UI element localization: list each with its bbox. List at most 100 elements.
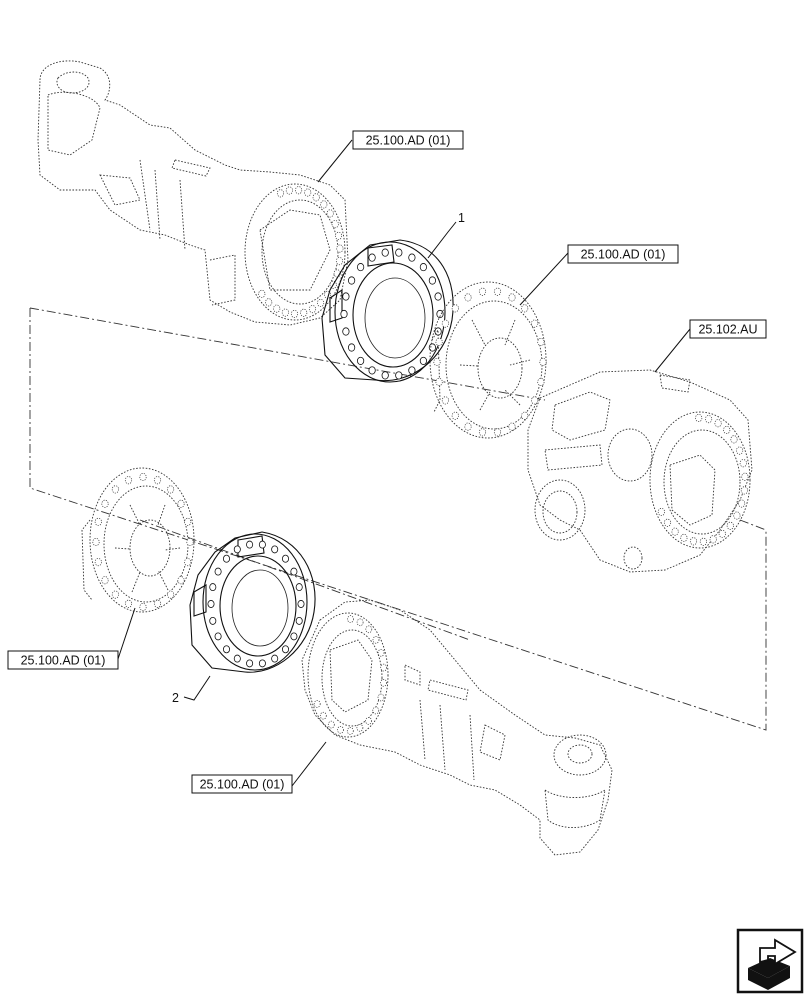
bolt-hole (537, 337, 545, 347)
bolt-hole (738, 499, 746, 508)
bolt-hole (347, 343, 356, 352)
bolt-hole (342, 292, 350, 301)
bolt-hole (377, 648, 385, 657)
bolt-hole (209, 616, 217, 625)
bottom-housing-bolt-holes (313, 615, 388, 735)
bolt-hole (441, 319, 449, 328)
callout-part-2: 2 (172, 691, 179, 705)
bolt-hole (433, 357, 441, 367)
bolt-hole (723, 425, 731, 435)
leader-lines (117, 139, 691, 787)
bolt-hole (167, 590, 175, 599)
bolt-hole (741, 472, 749, 481)
bolt-hole (319, 711, 327, 720)
ref-label-top-left[interactable]: 25.100.AD (01) (352, 130, 464, 150)
bolt-hole (356, 723, 364, 732)
bolt-hole (94, 517, 102, 526)
ref-label-center-housing[interactable]: 25.102.AU (689, 319, 767, 339)
bolt-hole (258, 659, 266, 668)
top-axle-housing (37, 60, 349, 326)
svg-text:25.102.AU: 25.102.AU (698, 323, 757, 337)
bolt-hole (531, 319, 539, 328)
bolt-hole (177, 576, 185, 585)
bolt-hole (101, 576, 109, 585)
bolt-hole (663, 518, 672, 527)
bolt-hole (372, 635, 380, 644)
bolt-hole (531, 396, 539, 405)
bolt-hole (436, 309, 444, 319)
bolt-hole (709, 535, 717, 544)
svg-text:25.100.AD (01): 25.100.AD (01) (21, 654, 106, 668)
bolt-hole (207, 600, 215, 608)
bolt-hole (184, 558, 192, 567)
ref-label-right-flange[interactable]: 25.100.AD (01) (567, 244, 679, 264)
bolt-hole (356, 356, 365, 365)
bolt-hole (740, 486, 748, 495)
ref-label-bottom-housing[interactable]: 25.100.AD (01) (191, 774, 293, 794)
bolt-hole (493, 428, 502, 437)
ref-label-left-flange[interactable]: 25.100.AD (01) (7, 650, 119, 670)
bolt-hole (258, 289, 266, 298)
center-housing-bolt-holes (657, 413, 749, 546)
bolt-hole (419, 263, 427, 272)
bolt-hole (368, 366, 376, 375)
bolt-hole (111, 485, 119, 494)
bolt-hole (508, 293, 516, 302)
bolt-hole (380, 678, 387, 687)
bolt-hole (365, 625, 373, 634)
bolt-hole (271, 654, 279, 663)
bolt-hole (290, 632, 298, 641)
bolt-hole (331, 220, 339, 229)
bolt-hole (101, 499, 109, 508)
bolt-hole (139, 602, 147, 612)
page-turn-arrow-icon[interactable] (736, 928, 804, 994)
bolt-hole (300, 308, 308, 317)
bolt-hole (726, 521, 734, 530)
bolt-hole (718, 529, 726, 538)
bolt-hole (395, 371, 403, 380)
bolt-hole (246, 540, 254, 549)
bolt-hole (265, 298, 273, 307)
bolt-hole (111, 590, 119, 599)
bolt-hole (730, 435, 738, 444)
bolt-hole (356, 263, 365, 272)
bolt-hole (139, 472, 147, 482)
bolt-hole (381, 248, 389, 257)
bolt-hole (290, 567, 298, 576)
bolt-hole (464, 293, 472, 302)
bolt-hole (537, 377, 545, 387)
bolt-hole (380, 663, 388, 672)
bolt-hole (434, 292, 442, 301)
bolt-hole (368, 253, 376, 262)
bolt-hole (276, 189, 285, 198)
part-2-bearing-ring (189, 531, 316, 673)
bolt-hole (124, 599, 133, 608)
left-flange-bolt-holes (92, 472, 194, 612)
center-housing (527, 369, 753, 573)
bolt-hole (671, 527, 679, 536)
bolt-hole (381, 371, 389, 380)
bolt-hole (464, 422, 472, 431)
bolt-hole (335, 257, 344, 266)
assembly-chain-line (29, 307, 767, 731)
bolt-hole (258, 540, 266, 549)
bolt-hole (377, 693, 385, 702)
bolt-hole (451, 411, 459, 420)
bolt-hole (539, 357, 547, 367)
bolt-hole (347, 276, 356, 285)
bolt-hole (739, 459, 747, 468)
bolt-hole (508, 422, 516, 431)
bolt-hole (320, 200, 328, 209)
bolt-hole (281, 554, 289, 563)
bolt-hole (295, 616, 303, 625)
bolt-hole (271, 545, 279, 554)
bolt-hole (281, 308, 289, 317)
bolt-hole (365, 717, 372, 725)
bolt-hole (233, 545, 241, 554)
bolt-hole (184, 517, 192, 526)
bolt-hole (281, 645, 289, 654)
part-2-bolt-holes (207, 540, 305, 668)
bolt-hole (705, 415, 713, 424)
bolt-hole (441, 396, 449, 405)
